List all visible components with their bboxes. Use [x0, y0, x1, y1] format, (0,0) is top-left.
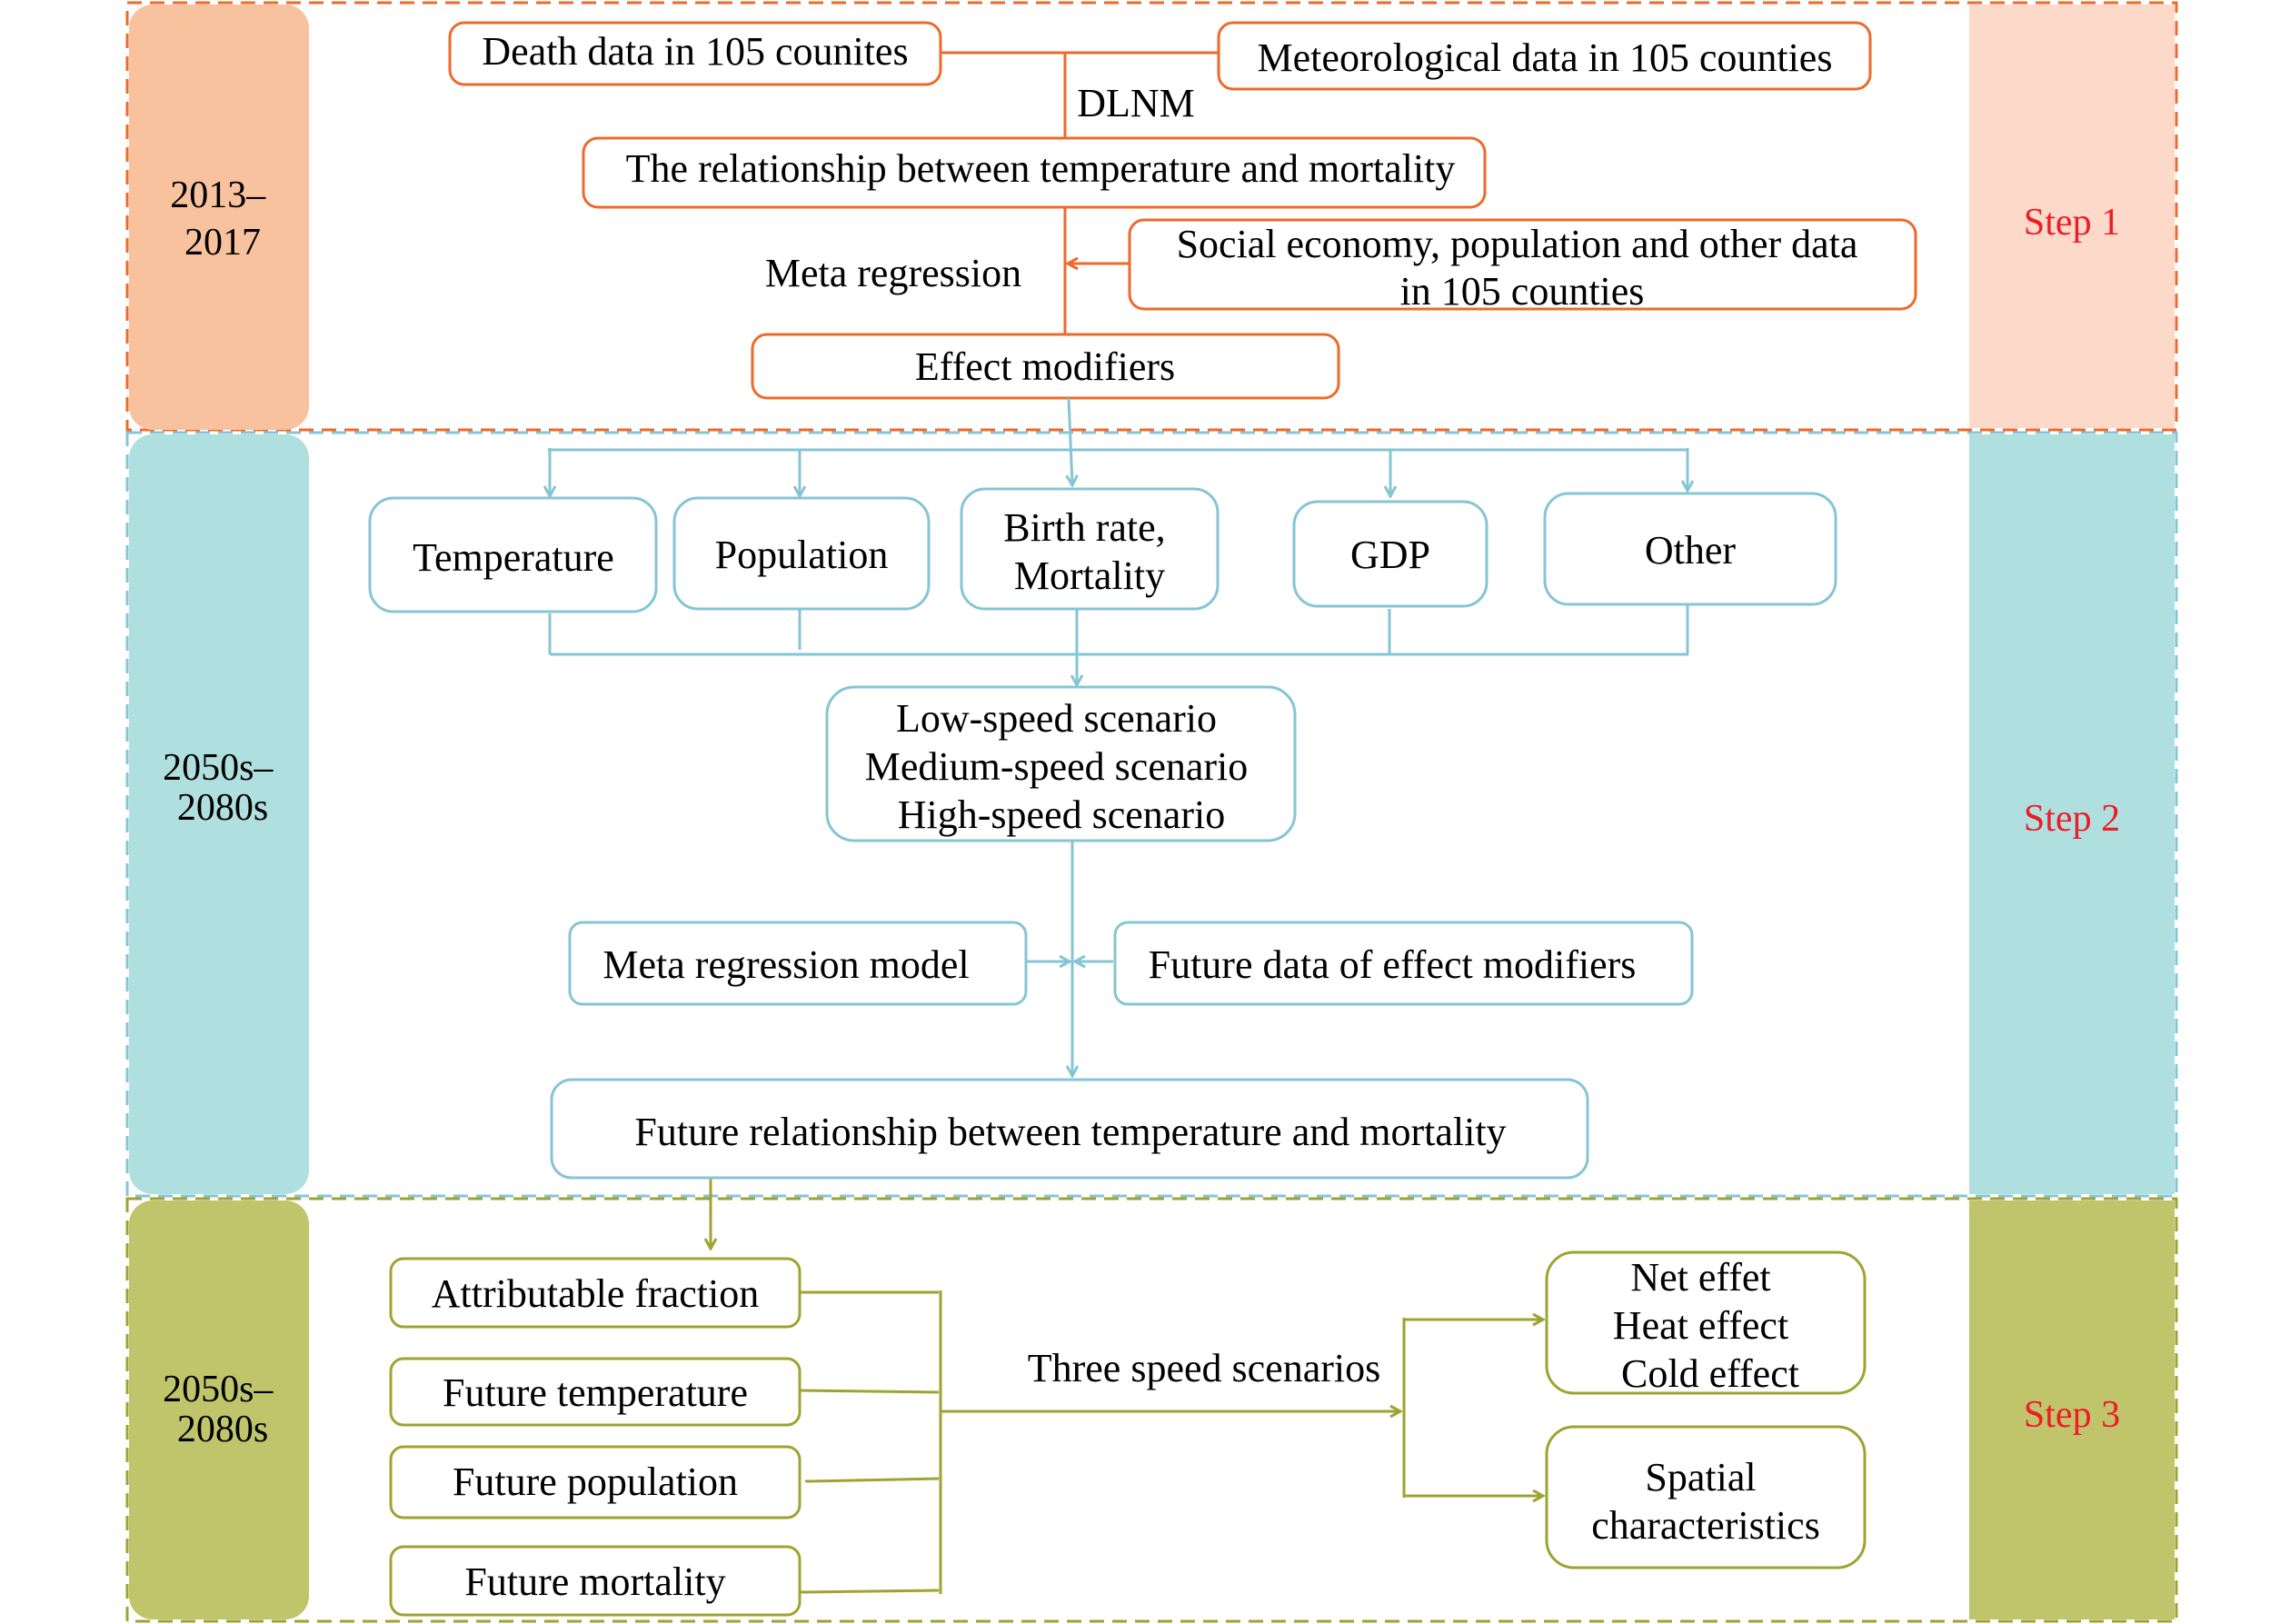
- period-box-1: [129, 5, 309, 430]
- step-box-1: [1969, 5, 2175, 428]
- section-step2: [125, 431, 2178, 1198]
- period-box-2: [129, 434, 309, 1194]
- future-temperature-label: Future temperature: [443, 1370, 748, 1415]
- relationship-label: The relationship between temperature and…: [626, 146, 1456, 191]
- step2-connectors: [548, 397, 1688, 1248]
- social-data-label: Social economy, population and other dat…: [1177, 222, 1868, 314]
- section-step3: [125, 1197, 2178, 1623]
- period-label-3: 2050s– 2080s: [163, 1369, 283, 1450]
- modifier-temperature-label: Temperature: [413, 535, 614, 580]
- future-population-box: Future population: [389, 1445, 802, 1519]
- meteorological-data-label: Meteorological data in 105 counties: [1258, 35, 1833, 80]
- meta-regression-label: Meta regression: [765, 251, 1021, 295]
- future-data-box: Future data of effect modifiers: [1113, 921, 1694, 1006]
- dlnm-label: DLNM: [1077, 81, 1195, 125]
- step3-connectors: [799, 1290, 1542, 1594]
- future-mortality-label: Future mortality: [464, 1559, 725, 1604]
- future-relationship-label: Future relationship between temperature …: [634, 1110, 1506, 1154]
- meta-regression-model-label: Meta regression model: [602, 942, 969, 987]
- modifier-population-box: Population: [672, 496, 931, 611]
- effect-modifiers-label: Effect modifiers: [915, 344, 1175, 389]
- step-box-3: [1969, 1201, 2175, 1619]
- modifier-gdp-label: GDP: [1350, 533, 1430, 577]
- meteorological-data-box: Meteorological data in 105 counties: [1217, 21, 1872, 91]
- period-label-2: 2050s– 2080s: [163, 747, 283, 829]
- step-box-2: [1969, 434, 2175, 1194]
- three-speed-label: Three speed scenarios: [1028, 1346, 1380, 1390]
- social-data-box: Social economy, population and other dat…: [1128, 218, 1917, 314]
- meta-regression-model-box: Meta regression model: [568, 921, 1028, 1006]
- spatial-box: Spatial characteristics: [1545, 1425, 1867, 1569]
- modifier-birth-rate-label: Birth rate, Mortality: [1003, 505, 1175, 598]
- death-data-box: Death data in 105 counites: [448, 21, 942, 86]
- effects-label: Net effet Heat effect Cold effect: [1613, 1255, 1799, 1396]
- modifier-birth-rate-box: Birth rate, Mortality: [960, 487, 1220, 611]
- future-population-label: Future population: [453, 1460, 738, 1504]
- future-mortality-box: Future mortality: [389, 1545, 802, 1617]
- scenarios-label: Low-speed scenario Medium-speed scenario…: [865, 696, 1259, 837]
- attributable-fraction-label: Attributable fraction: [432, 1271, 759, 1316]
- future-relationship-box: Future relationship between temperature …: [550, 1078, 1589, 1180]
- future-temperature-box: Future temperature: [389, 1357, 802, 1427]
- modifier-population-label: Population: [715, 533, 889, 577]
- future-data-label: Future data of effect modifiers: [1149, 942, 1637, 987]
- modifier-gdp-box: GDP: [1292, 500, 1488, 608]
- relationship-box: The relationship between temperature and…: [582, 136, 1487, 209]
- section-step1: [125, 1, 2178, 432]
- death-data-label: Death data in 105 counites: [482, 29, 908, 74]
- effects-box: Net effet Heat effect Cold effect: [1545, 1250, 1867, 1396]
- modifier-other-label: Other: [1645, 528, 1737, 573]
- spatial-label: Spatial characteristics: [1591, 1455, 1820, 1548]
- effect-modifiers-box: Effect modifiers: [751, 333, 1340, 400]
- modifier-other-box: Other: [1543, 492, 1837, 606]
- step1-connectors: [941, 51, 1218, 334]
- period-label-1: 2013– 2017: [170, 174, 275, 264]
- modifier-temperature-box: Temperature: [368, 496, 658, 613]
- step-label-2: Step 2: [2024, 798, 2120, 840]
- attributable-fraction-box: Attributable fraction: [389, 1257, 802, 1329]
- period-box-3: [129, 1201, 309, 1619]
- step-label-3: Step 3: [2024, 1394, 2120, 1436]
- step-label-1: Step 1: [2024, 202, 2120, 244]
- scenarios-box: Low-speed scenario Medium-speed scenario…: [825, 685, 1297, 842]
